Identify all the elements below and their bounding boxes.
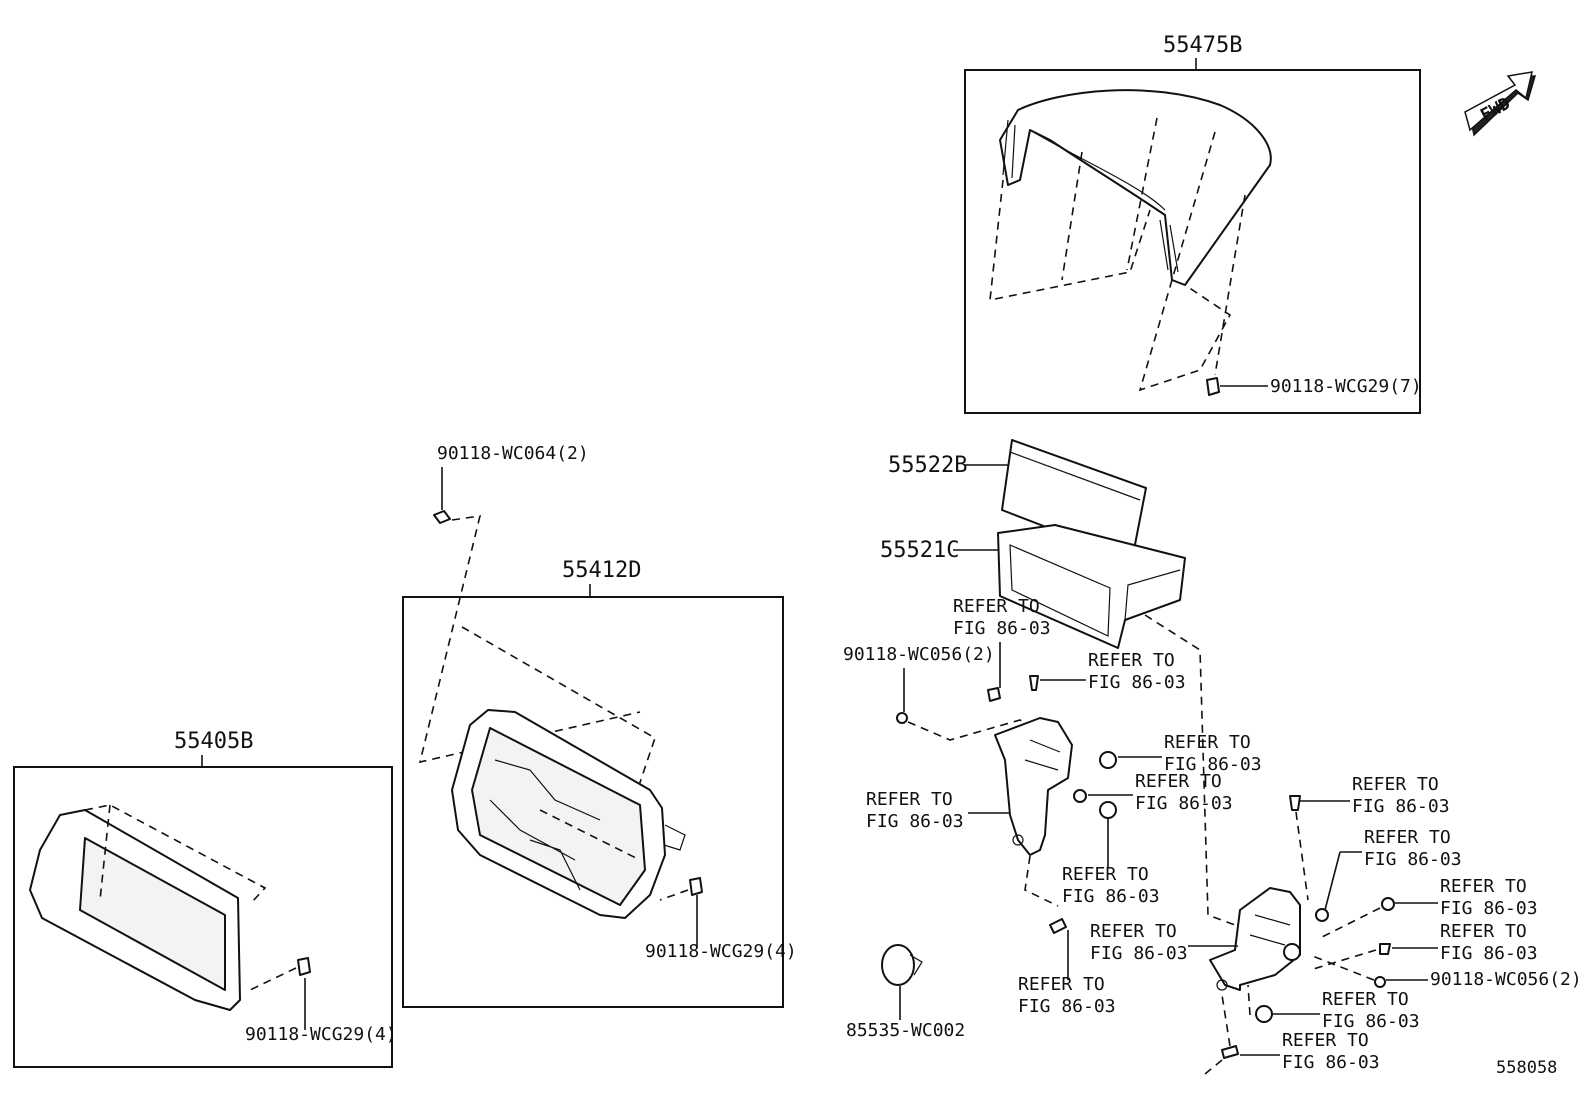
- clip-icon: [1206, 377, 1220, 396]
- nut-icon: [1315, 908, 1329, 922]
- refer-line2: FIG 86-03: [1440, 943, 1538, 964]
- bracket-lower: [1209, 887, 1301, 991]
- refer-line1: REFER TO: [1090, 921, 1177, 942]
- part-label-55412D: 55412D: [562, 558, 641, 583]
- screw-icon: [433, 510, 451, 524]
- bolt-icon: [1029, 675, 1039, 691]
- refer-line1: REFER TO: [1088, 650, 1175, 671]
- grommet-icon: [1099, 801, 1117, 819]
- refer-line1: REFER TO: [866, 789, 953, 810]
- part-box-55405B: [13, 766, 393, 1068]
- nut-icon: [1099, 751, 1117, 769]
- part-label-clip-left: 90118-WCG29(4): [245, 1024, 397, 1045]
- bracket-lower-group: REFER TO FIG 86-03 REFER TO FIG 86-03 RE…: [1090, 774, 1582, 1075]
- refer-line1: REFER TO: [1440, 921, 1527, 942]
- part-label-screw-wc064: 90118-WC064(2): [437, 443, 589, 464]
- screw-head-icon: [896, 712, 908, 724]
- diagram-number: 558058: [1496, 1058, 1557, 1078]
- bracket-upper: [994, 717, 1073, 856]
- part-box-55412D: [402, 596, 784, 1008]
- part-label-screw-wc056-b: 90118-WC056(2): [1430, 969, 1582, 990]
- refer-line1: REFER TO: [1164, 732, 1251, 753]
- refer-line2: FIG 86-03: [866, 811, 964, 832]
- part-label-55521C: 55521C: [880, 538, 959, 563]
- refer-line1: REFER TO: [1352, 774, 1439, 795]
- screw-icon: [1289, 795, 1301, 811]
- refer-line2: FIG 86-03: [1282, 1052, 1380, 1073]
- refer-line1: REFER TO: [1364, 827, 1451, 848]
- refer-line1: REFER TO: [1322, 989, 1409, 1010]
- refer-labels-center: REFER TO FIG 86-03 REFER TO FIG 86-03 90…: [843, 596, 1262, 1017]
- refer-line2: FIG 86-03: [1440, 898, 1538, 919]
- refer-line2: FIG 86-03: [1090, 943, 1188, 964]
- refer-line1: REFER TO: [1440, 876, 1527, 897]
- refer-line2: FIG 86-03: [1364, 849, 1462, 870]
- part-label-55405B: 55405B: [174, 729, 253, 754]
- refer-line2: FIG 86-03: [953, 618, 1051, 639]
- screw-icon: [987, 687, 1001, 702]
- refer-line2: FIG 86-03: [1322, 1011, 1420, 1032]
- fwd-arrow-icon: FWD: [1464, 71, 1537, 137]
- screw-icon: [1221, 1045, 1239, 1059]
- part-55412D-group: 90118-WC064(2) 55412D 90118-WCG29(4): [402, 443, 797, 1008]
- nut-icon: [1381, 897, 1395, 911]
- clip-icon: [297, 957, 311, 976]
- part-55522B-55521C-group: 55522B 55521C: [880, 439, 1236, 926]
- part-label-screw-wc056-a: 90118-WC056(2): [843, 644, 995, 665]
- part-label-clip-top: 90118-WCG29(7): [1270, 376, 1422, 397]
- cap-icon: [881, 944, 915, 986]
- pocket-55521C: [997, 524, 1186, 649]
- screw-head-icon: [1374, 976, 1386, 988]
- clip-icon: [689, 877, 703, 896]
- part-label-clip-mid: 90118-WCG29(4): [645, 941, 797, 962]
- part-55405B-group: 55405B 90118-WCG29(4): [13, 729, 397, 1068]
- part-label-cap: 85535-WC002: [846, 1020, 965, 1041]
- refer-line1: REFER TO: [1018, 974, 1105, 995]
- refer-line2: FIG 86-03: [1135, 793, 1233, 814]
- cap-group: 85535-WC002: [846, 944, 965, 1041]
- refer-line2: FIG 86-03: [1062, 886, 1160, 907]
- nut-icon: [1255, 1005, 1273, 1023]
- refer-line1: REFER TO: [1282, 1030, 1369, 1051]
- refer-line2: FIG 86-03: [1164, 754, 1262, 775]
- refer-line2: FIG 86-03: [1352, 796, 1450, 817]
- nut-icon: [1073, 789, 1087, 803]
- refer-line2: FIG 86-03: [1088, 672, 1186, 693]
- part-label-55475B: 55475B: [1163, 33, 1242, 58]
- refer-line1: REFER TO: [953, 596, 1040, 617]
- screw-icon: [1049, 918, 1067, 934]
- screw-icon: [1379, 943, 1391, 955]
- part-55475B-group: 55475B 90118-WCG29(7): [964, 33, 1422, 414]
- refer-line1: REFER TO: [1062, 864, 1149, 885]
- part-box-55475B: [964, 69, 1421, 414]
- refer-line2: FIG 86-03: [1018, 996, 1116, 1017]
- part-label-55522B: 55522B: [888, 453, 967, 478]
- refer-line1: REFER TO: [1135, 771, 1222, 792]
